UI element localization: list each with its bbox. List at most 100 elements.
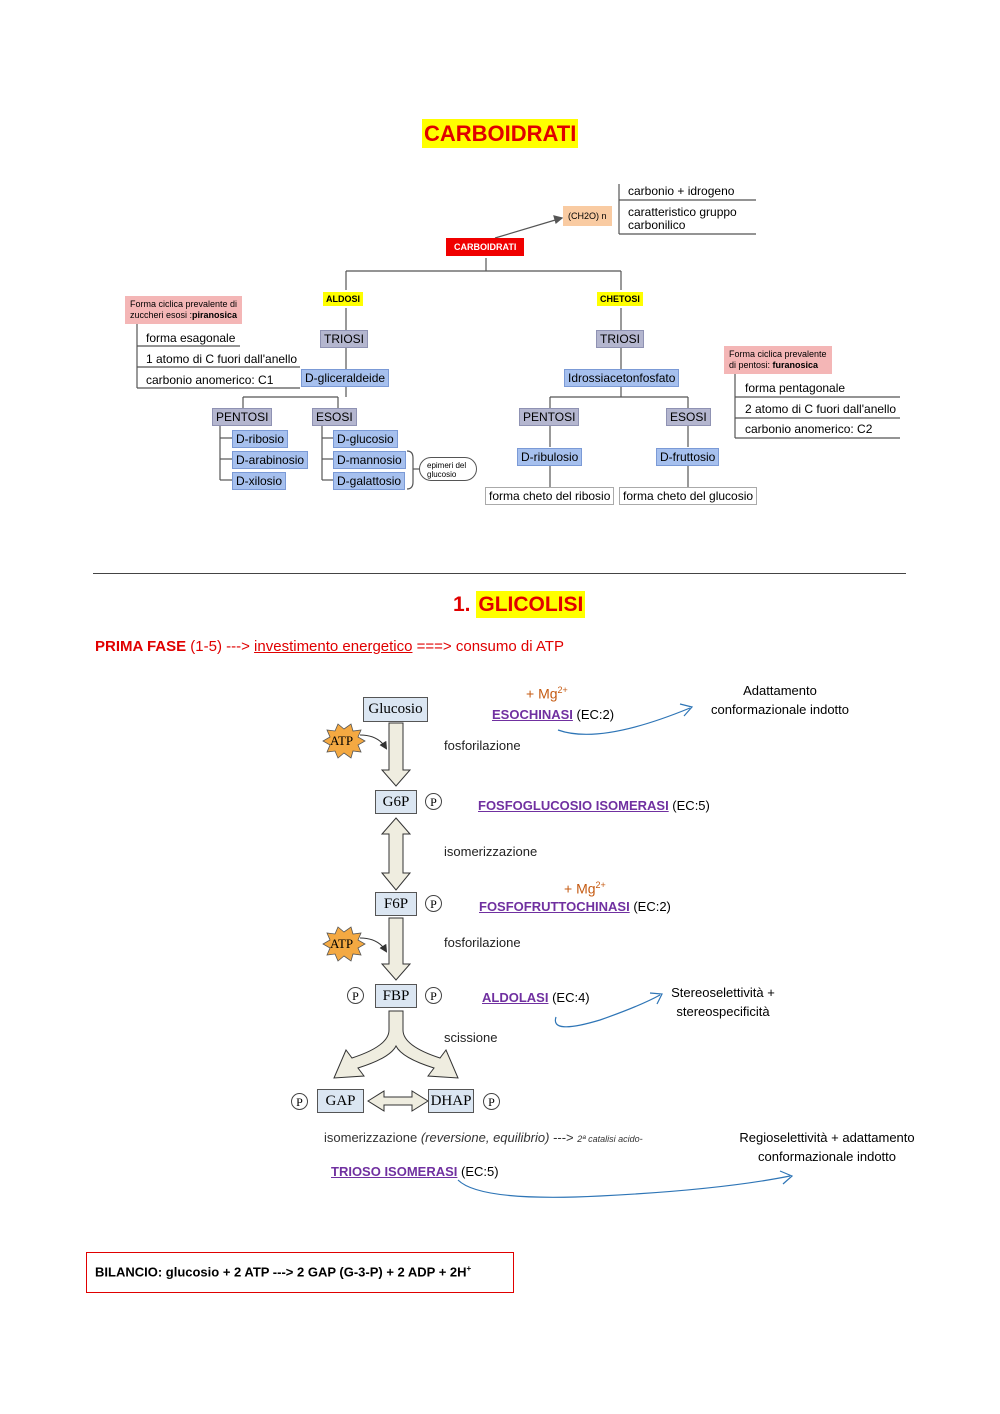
ribulosio-note: forma cheto del ribosio — [485, 487, 615, 505]
phase-rest: ===> consumo di ATP — [412, 638, 564, 655]
epimers-note: epimeri del glucosio — [419, 457, 477, 481]
step-label-2: isomerizzazione — [444, 844, 538, 859]
enzyme-2-name: FOSFOGLUCOSIO ISOMERASI — [478, 798, 669, 813]
g6p-box: G6P — [375, 790, 417, 814]
fruttosio-node: D-fruttosio — [656, 448, 720, 466]
section-divider — [93, 573, 906, 574]
fbp-phosphate-right: P — [425, 987, 442, 1004]
tpi-text-italic: (reversione, equilibrio) — [420, 1130, 550, 1145]
formula-note-2: caratteristico gruppo — [628, 205, 737, 219]
note-3-line1: Regioselettività + adattamento — [739, 1130, 915, 1145]
chetosi-cyclic-note: Forma ciclica prevalente di pentosi: fur… — [724, 346, 832, 374]
gap-box: GAP — [317, 1089, 364, 1113]
epimers-line1: epimeri del — [427, 461, 467, 470]
xilosio-node: D-xilosio — [232, 472, 287, 490]
enzyme-3-ec: (EC:2) — [629, 899, 671, 914]
fbp-phosphate-left: P — [347, 987, 364, 1004]
g6p-phosphate: P — [425, 793, 442, 810]
note-1-line2: conformazionale indotto — [710, 702, 850, 717]
chetosi-feature-3: carbonio anomerico: C2 — [745, 422, 873, 436]
atp-label-2: ATP — [330, 936, 354, 951]
enzyme-1-ec: (EC:2) — [572, 707, 615, 722]
mg-1-charge: 2+ — [557, 685, 568, 695]
tpi-description: isomerizzazione (reversione, equilibrio)… — [324, 1130, 643, 1145]
aldosi-node: ALDOSI — [323, 292, 364, 306]
tpi-text-pre: isomerizzazione — [324, 1130, 421, 1145]
enzyme-5-name: TRIOSO ISOMERASI — [331, 1164, 458, 1179]
mg-2-text: + Mg — [564, 880, 596, 897]
note-3-line2: conformazionale indotto — [757, 1149, 897, 1164]
mg-2-charge: 2+ — [595, 880, 606, 890]
arabinosio-node: D-arabinosio — [232, 451, 309, 469]
note-esochinasi: Adattamento conformazionale indotto — [695, 681, 865, 719]
atp-burst-1 — [322, 723, 366, 962]
root-node: CARBOIDRATI — [446, 238, 525, 256]
enzyme-3-name: FOSFOFRUTTOCHINASI — [479, 899, 630, 914]
enzyme-fosfofruttochinasi: FOSFOFRUTTOCHINASI (EC:2) — [479, 898, 671, 916]
fbp-box: FBP — [375, 984, 417, 1008]
note-aldolasi: Stereoselettività + stereospecificità — [648, 983, 798, 1021]
mg-1-text: + Mg — [526, 685, 558, 702]
fruttosio-note: forma cheto del glucosio — [619, 487, 758, 505]
step-label-4: scissione — [444, 1030, 498, 1045]
f6p-phosphate: P — [425, 895, 442, 912]
gap-phosphate: P — [291, 1093, 308, 1110]
formula-node: (CH2O) n — [563, 206, 612, 226]
diidrossiacetone-node: Idrossiacetonfosfato — [564, 369, 680, 387]
enzyme-4-name: ALDOLASI — [482, 990, 549, 1005]
tpi-text-arrow: ---> — [549, 1130, 578, 1145]
enzyme-trioso-isomerasi: TRIOSO ISOMERASI (EC:5) — [331, 1163, 499, 1181]
enzyme-aldolasi: ALDOLASI (EC:4) — [482, 989, 590, 1007]
formula-text: (CH2O) n — [568, 211, 607, 221]
dhap-phosphate: P — [483, 1093, 500, 1110]
aldosi-note-line2: zuccheri esosi :piranosica — [130, 310, 237, 321]
aldosi-note-line1: Forma ciclica prevalente di — [130, 299, 238, 309]
aldosi-feature-3: carbonio anomerico: C1 — [146, 373, 274, 387]
chetosi-pentosi-node: PENTOSI — [519, 408, 580, 426]
chetosi-feature-1: forma pentagonale — [745, 381, 846, 395]
aldosi-feature-1: forma esagonale — [146, 331, 236, 345]
gliceraldeide-node: D-gliceraldeide — [301, 369, 390, 387]
aldosi-triosi-node: TRIOSI — [320, 330, 369, 348]
enzyme-4-ec: (EC:4) — [548, 990, 590, 1005]
concept-map-lines — [136, 184, 900, 490]
note-trioso-isomerasi: Regioselettività + adattamento conformaz… — [722, 1128, 932, 1166]
formula-note-1: carbonio + idrogeno — [628, 184, 735, 198]
epimers-line2: glucosio — [427, 470, 457, 479]
balance-charge: + — [466, 1264, 472, 1273]
chetosi-feature-2: 2 atomo di C fuori dall'anello — [745, 402, 897, 416]
page-title: CARBOIDRATI — [422, 119, 579, 148]
step-label-1: fosforilazione — [444, 738, 521, 753]
mannosio-node: D-mannosio — [333, 451, 406, 469]
chetosi-note-line2: di pentosi: furanosica — [729, 360, 827, 371]
dhap-box: DHAP — [428, 1089, 474, 1113]
enzyme-2-ec: (EC:5) — [668, 798, 710, 813]
formula-note-3: carbonilico — [628, 218, 686, 232]
section-number: 1. — [453, 593, 471, 616]
page-title-text: CARBOIDRATI — [422, 119, 579, 148]
tpi-text-small: 2ª catalisi acido- — [577, 1134, 643, 1144]
glucosio-node: D-glucosio — [333, 430, 398, 448]
aldosi-feature-2: 1 atomo di C fuori dall'anello — [146, 352, 298, 366]
ribosio-node: D-ribosio — [232, 430, 289, 448]
ribulosio-node: D-ribulosio — [517, 448, 583, 466]
enzyme-1-name: ESOCHINASI — [492, 707, 573, 722]
phase-underlined: investimento energetico — [254, 638, 413, 655]
mg-label-2: + Mg2+ — [564, 880, 606, 897]
chetosi-note-line1: Forma ciclica prevalente — [729, 349, 827, 359]
section-title: GLICOLISI — [476, 591, 586, 618]
enzyme-5-ec: (EC:5) — [457, 1164, 499, 1179]
aldosi-note-line2-bold: piranosica — [192, 310, 238, 320]
section-heading: 1. GLICOLISI — [453, 591, 586, 618]
galattosio-node: D-galattosio — [333, 472, 406, 490]
mg-label-1: + Mg2+ — [526, 685, 568, 702]
chetosi-triosi-node: TRIOSI — [596, 330, 645, 348]
atp-label-1: ATP — [330, 733, 354, 748]
note-2-line1: Stereoselettività + — [671, 985, 775, 1000]
f6p-box: F6P — [375, 892, 417, 916]
aldosi-cyclic-note: Forma ciclica prevalente di zuccheri eso… — [125, 296, 243, 324]
balance-text: BILANCIO: glucosio + 2 ATP ---> 2 GAP (G… — [95, 1264, 467, 1280]
enzyme-fosfoglucosio-isomerasi: FOSFOGLUCOSIO ISOMERASI (EC:5) — [478, 797, 710, 815]
phase-label: PRIMA FASE — [95, 638, 187, 655]
